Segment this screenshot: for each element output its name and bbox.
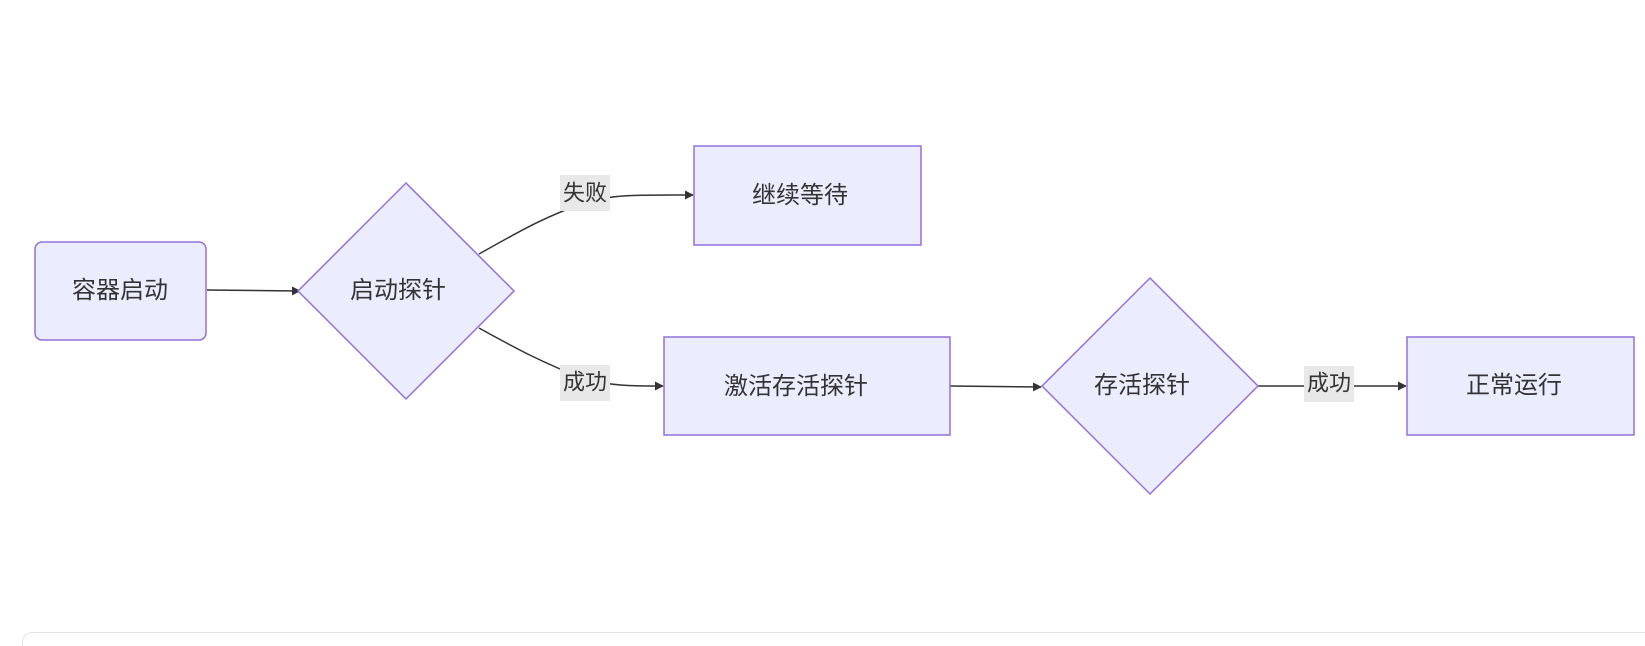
edge-start-to-startup-probe <box>206 286 301 296</box>
node-activate-liveness-probe[interactable]: 激活存活探针 <box>663 336 951 436</box>
svg-text:成功: 成功 <box>563 371 607 396</box>
frame-border <box>22 632 1645 646</box>
edge-activate-to-liveness-probe <box>949 382 1042 392</box>
node-running[interactable]: 正常运行 <box>1406 336 1635 436</box>
edge-label-success-2: 成功 <box>1304 366 1354 402</box>
svg-text:启动探针: 启动探针 <box>350 276 446 304</box>
node-keep-waiting[interactable]: 继续等待 <box>693 145 922 246</box>
svg-text:容器启动: 容器启动 <box>72 276 168 304</box>
edge-label-success-1: 成功 <box>560 365 610 401</box>
node-startup-probe[interactable]: 启动探针 <box>296 181 516 401</box>
svg-text:正常运行: 正常运行 <box>1466 371 1562 399</box>
node-liveness-probe[interactable]: 存活探针 <box>1040 276 1260 496</box>
edge-label-fail: 失败 <box>560 175 610 211</box>
node-container-start[interactable]: 容器启动 <box>34 241 207 341</box>
svg-text:成功: 成功 <box>1307 372 1351 397</box>
svg-text:失败: 失败 <box>563 182 607 207</box>
svg-text:存活探针: 存活探针 <box>1094 371 1190 399</box>
svg-text:激活存活探针: 激活存活探针 <box>724 372 868 400</box>
svg-text:继续等待: 继续等待 <box>752 181 848 209</box>
